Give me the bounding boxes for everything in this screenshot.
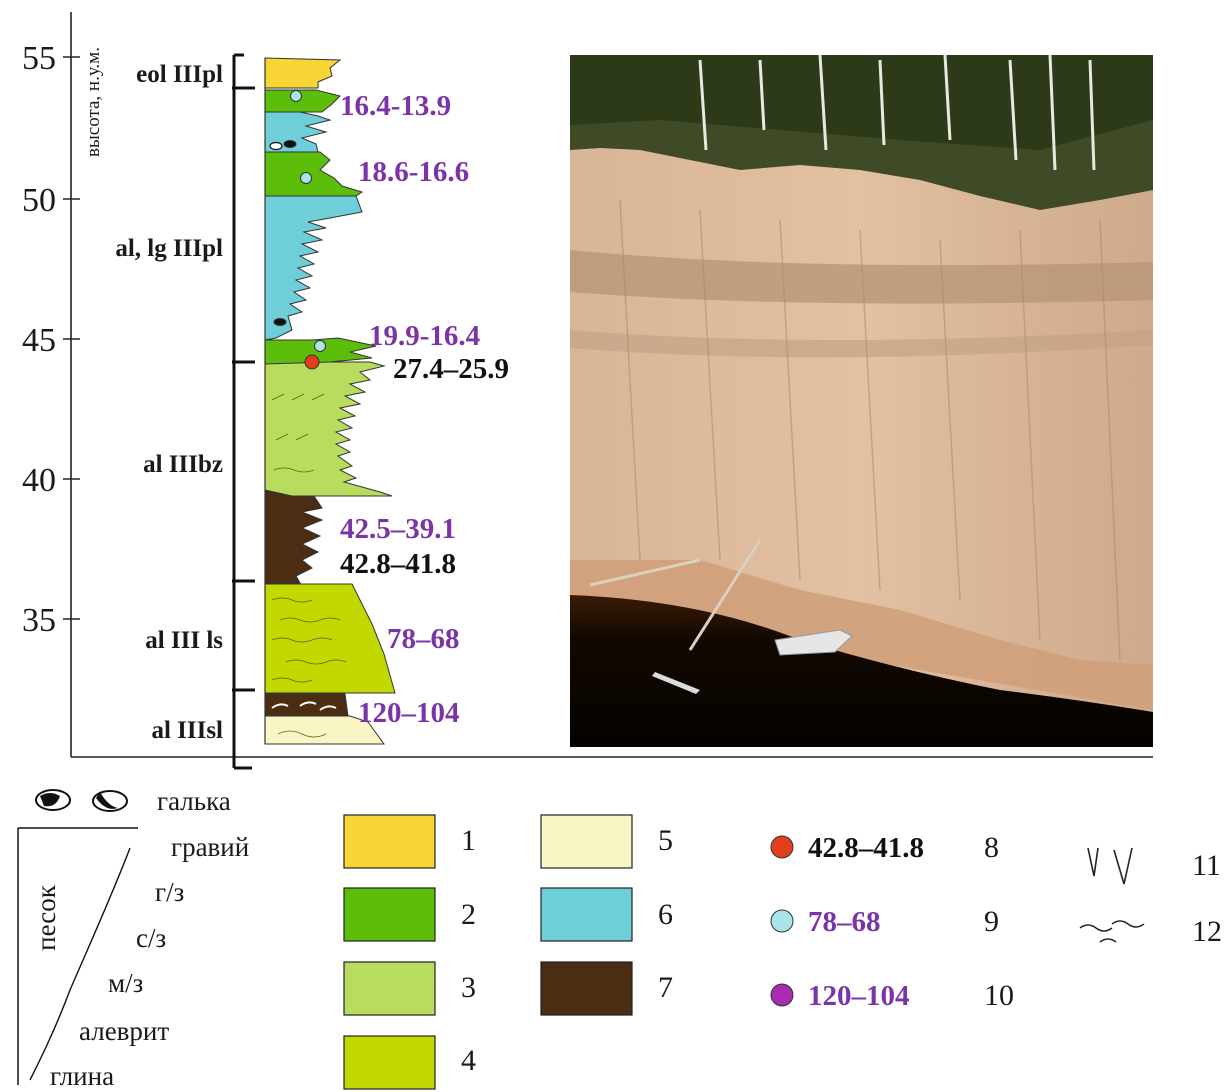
legend-marker-label: 42.8–41.8 (808, 832, 924, 864)
legend-marker-label: 78–68 (808, 906, 881, 938)
layer-light-green (264, 361, 393, 497)
elevation-axis: 55 50 45 40 35 высота, н.у.м. (22, 12, 1153, 758)
legend-marker-label: 120–104 (808, 980, 910, 1012)
grain-gravel: гравий (171, 832, 249, 862)
legend-swatch (540, 814, 633, 869)
grain-coarse-sand: г/з (155, 877, 184, 907)
tick-label-45: 45 (22, 322, 56, 359)
legend-symbols: 11 12 (1079, 847, 1222, 948)
legend-markers: 42.8–41.8 8 78–68 9 120–104 10 (770, 831, 1014, 1012)
marker-dot-cyan (770, 909, 794, 933)
pebble-icon (269, 141, 283, 151)
pebble-icon (35, 789, 128, 812)
legend-swatch (343, 961, 436, 1016)
layer-dark-clay-middle (264, 489, 324, 584)
root-trace-icon (1087, 847, 1133, 885)
legend-num: 3 (461, 971, 476, 1004)
age-label: 19.9-16.4 (369, 320, 480, 352)
stratigraphic-column (264, 57, 396, 745)
grain-silt: алеврит (79, 1016, 169, 1046)
grain-axis-label: песок (31, 884, 61, 951)
age-label: 42.5–39.1 (340, 513, 456, 545)
grain-fine-sand: м/з (108, 968, 143, 998)
layer-yellow-green (264, 583, 396, 694)
marker-dot-purple (770, 983, 794, 1007)
dating-marker-cyan (300, 172, 312, 184)
unit-label-eol: eol IIIpl (136, 61, 223, 88)
unit-bracket (232, 53, 255, 770)
legend-swatches: 1 2 3 4 5 6 7 (343, 814, 673, 1090)
layer-cyan-sand-upper (264, 111, 332, 153)
wavy-lamination-icon (1079, 920, 1145, 943)
grain-clay: глина (50, 1061, 114, 1091)
legend-num: 5 (658, 824, 673, 857)
tick-label-40: 40 (22, 462, 56, 499)
legend-swatch (343, 1035, 436, 1090)
unit-label-al-bz: al IIIbz (143, 451, 223, 478)
grain-size-scale: галька песок гравий г/з с/з м/з алеврит … (17, 786, 249, 1091)
legend-num: 8 (984, 831, 999, 864)
age-label: 42.8–41.8 (340, 548, 456, 580)
legend-swatch (343, 814, 436, 869)
marker-dot-red (770, 835, 794, 859)
age-label: 78–68 (387, 623, 460, 655)
unit-label-al-lg: al, lg IIIpl (115, 235, 223, 262)
legend-num: 7 (658, 971, 673, 1004)
age-label: 120–104 (358, 697, 460, 729)
legend-swatch (540, 961, 633, 1016)
layer-green-band-top (264, 89, 341, 113)
legend-swatch (540, 887, 633, 942)
legend: 1 2 3 4 5 6 7 42.8–41.8 8 78–68 9 120–10… (343, 814, 1222, 1090)
legend-num: 9 (984, 905, 999, 938)
age-label: 16.4-13.9 (340, 90, 451, 122)
legend-num: 6 (658, 898, 673, 931)
legend-swatch (343, 887, 436, 942)
layer-green-band-middle (264, 151, 364, 197)
grain-medium-sand: с/з (136, 923, 166, 953)
legend-num: 11 (1192, 849, 1221, 882)
unit-labels: eol IIIpl al, lg IIIpl al IIIbz al III l… (115, 61, 223, 744)
unit-label-al-sl: al IIIsl (151, 717, 223, 744)
layer-cyan-sand (264, 195, 363, 341)
legend-num: 10 (984, 979, 1014, 1012)
dating-marker-cyan (314, 340, 326, 352)
legend-num: 2 (461, 898, 476, 931)
age-labels: 16.4-13.9 18.6-16.6 19.9-16.4 27.4–25.9 … (340, 90, 509, 729)
outcrop-photo (570, 55, 1153, 747)
tick-label-55: 55 (22, 40, 56, 77)
grain-pebble: галька (157, 786, 231, 816)
legend-num: 12 (1192, 915, 1222, 948)
dating-marker-red (304, 354, 320, 370)
age-label: 18.6-16.6 (358, 156, 469, 188)
unit-label-al-ls: al III ls (145, 627, 223, 654)
legend-num: 1 (461, 824, 476, 857)
age-label: 27.4–25.9 (393, 353, 509, 385)
tick-label-50: 50 (22, 182, 56, 219)
dating-marker-cyan (290, 90, 302, 102)
y-axis-unit: высота, н.у.м. (83, 47, 104, 157)
layer-eolian-sand (264, 57, 342, 89)
tick-label-35: 35 (22, 602, 56, 639)
legend-num: 4 (461, 1044, 476, 1077)
